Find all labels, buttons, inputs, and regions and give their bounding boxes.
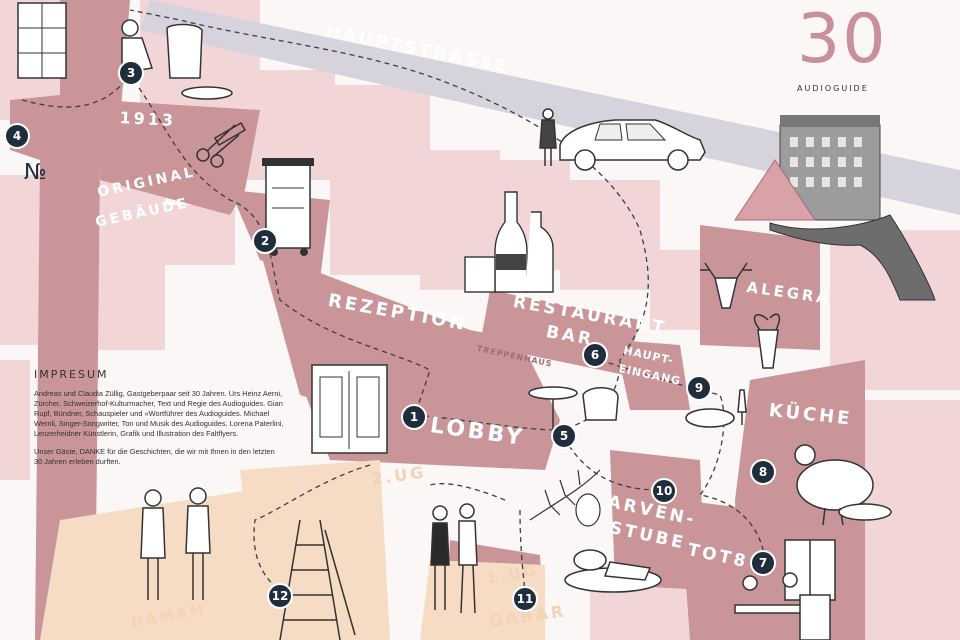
couple-illustration [430,503,478,614]
impressum-title: IMPRESUM [34,368,109,381]
header-subtitle: AUDIOGUIDE [797,84,869,93]
impressum-block: IMPRESUM Andreas und Claudia Züllig, Gas… [34,368,284,475]
block [860,400,960,640]
marker-12[interactable]: 12 [267,583,293,609]
woman-luggage-illustration [539,108,557,166]
deer-head-icon [700,262,752,309]
wardrobe-icon [311,364,388,454]
pine-branch-icon [529,469,601,527]
marker-1[interactable]: 1 [401,404,427,430]
label-numero: № [24,160,47,185]
chicken-icon [794,444,892,526]
marker-11[interactable]: 11 [512,586,538,612]
ladder-icon [279,519,356,640]
marker-8[interactable]: 8 [750,459,776,485]
block [560,180,660,290]
corridor-eingang [615,340,690,410]
impressum-text-credits: Andreas und Claudia Züllig, Gastgeberpaa… [34,389,284,438]
dining-plate-icon [685,389,747,428]
marker-5[interactable]: 5 [551,423,577,449]
window-icon [17,2,67,79]
impressum-text-thanks: Unser Gäste, DANKE für die Geschichten, … [34,446,275,466]
block [330,85,430,275]
hotel-building-icon [734,115,936,301]
bottles-icon [464,191,554,293]
header-number: 30 [797,0,888,79]
marker-4[interactable]: 4 [4,123,30,149]
marker-3[interactable]: 3 [118,60,144,86]
tour-path [21,9,766,601]
corridor-arvenstube [610,450,705,590]
car-icon [559,119,706,171]
basement-1ug [420,560,545,640]
block [160,205,235,265]
label-year: 1913 [119,108,177,130]
towel-people-illustration [140,487,211,600]
corridor-alegra [700,225,820,350]
marker-9[interactable]: 9 [686,375,712,401]
ibex-head-icon [753,313,781,369]
marker-10[interactable]: 10 [651,478,677,504]
block [0,360,30,480]
dining-couple-illustration [734,539,836,640]
marker-7[interactable]: 7 [750,550,776,576]
corridor-1913 [100,100,260,215]
cheese-platter-icon [564,549,662,593]
marker-2[interactable]: 2 [252,228,278,254]
basement-hamam [40,490,270,640]
marker-6[interactable]: 6 [582,342,608,368]
reading-armchair-illustration [121,19,233,100]
room-service-trolley-icon [262,158,314,256]
cafe-table-icon [528,386,619,430]
scissors-comb-icon [196,122,247,168]
